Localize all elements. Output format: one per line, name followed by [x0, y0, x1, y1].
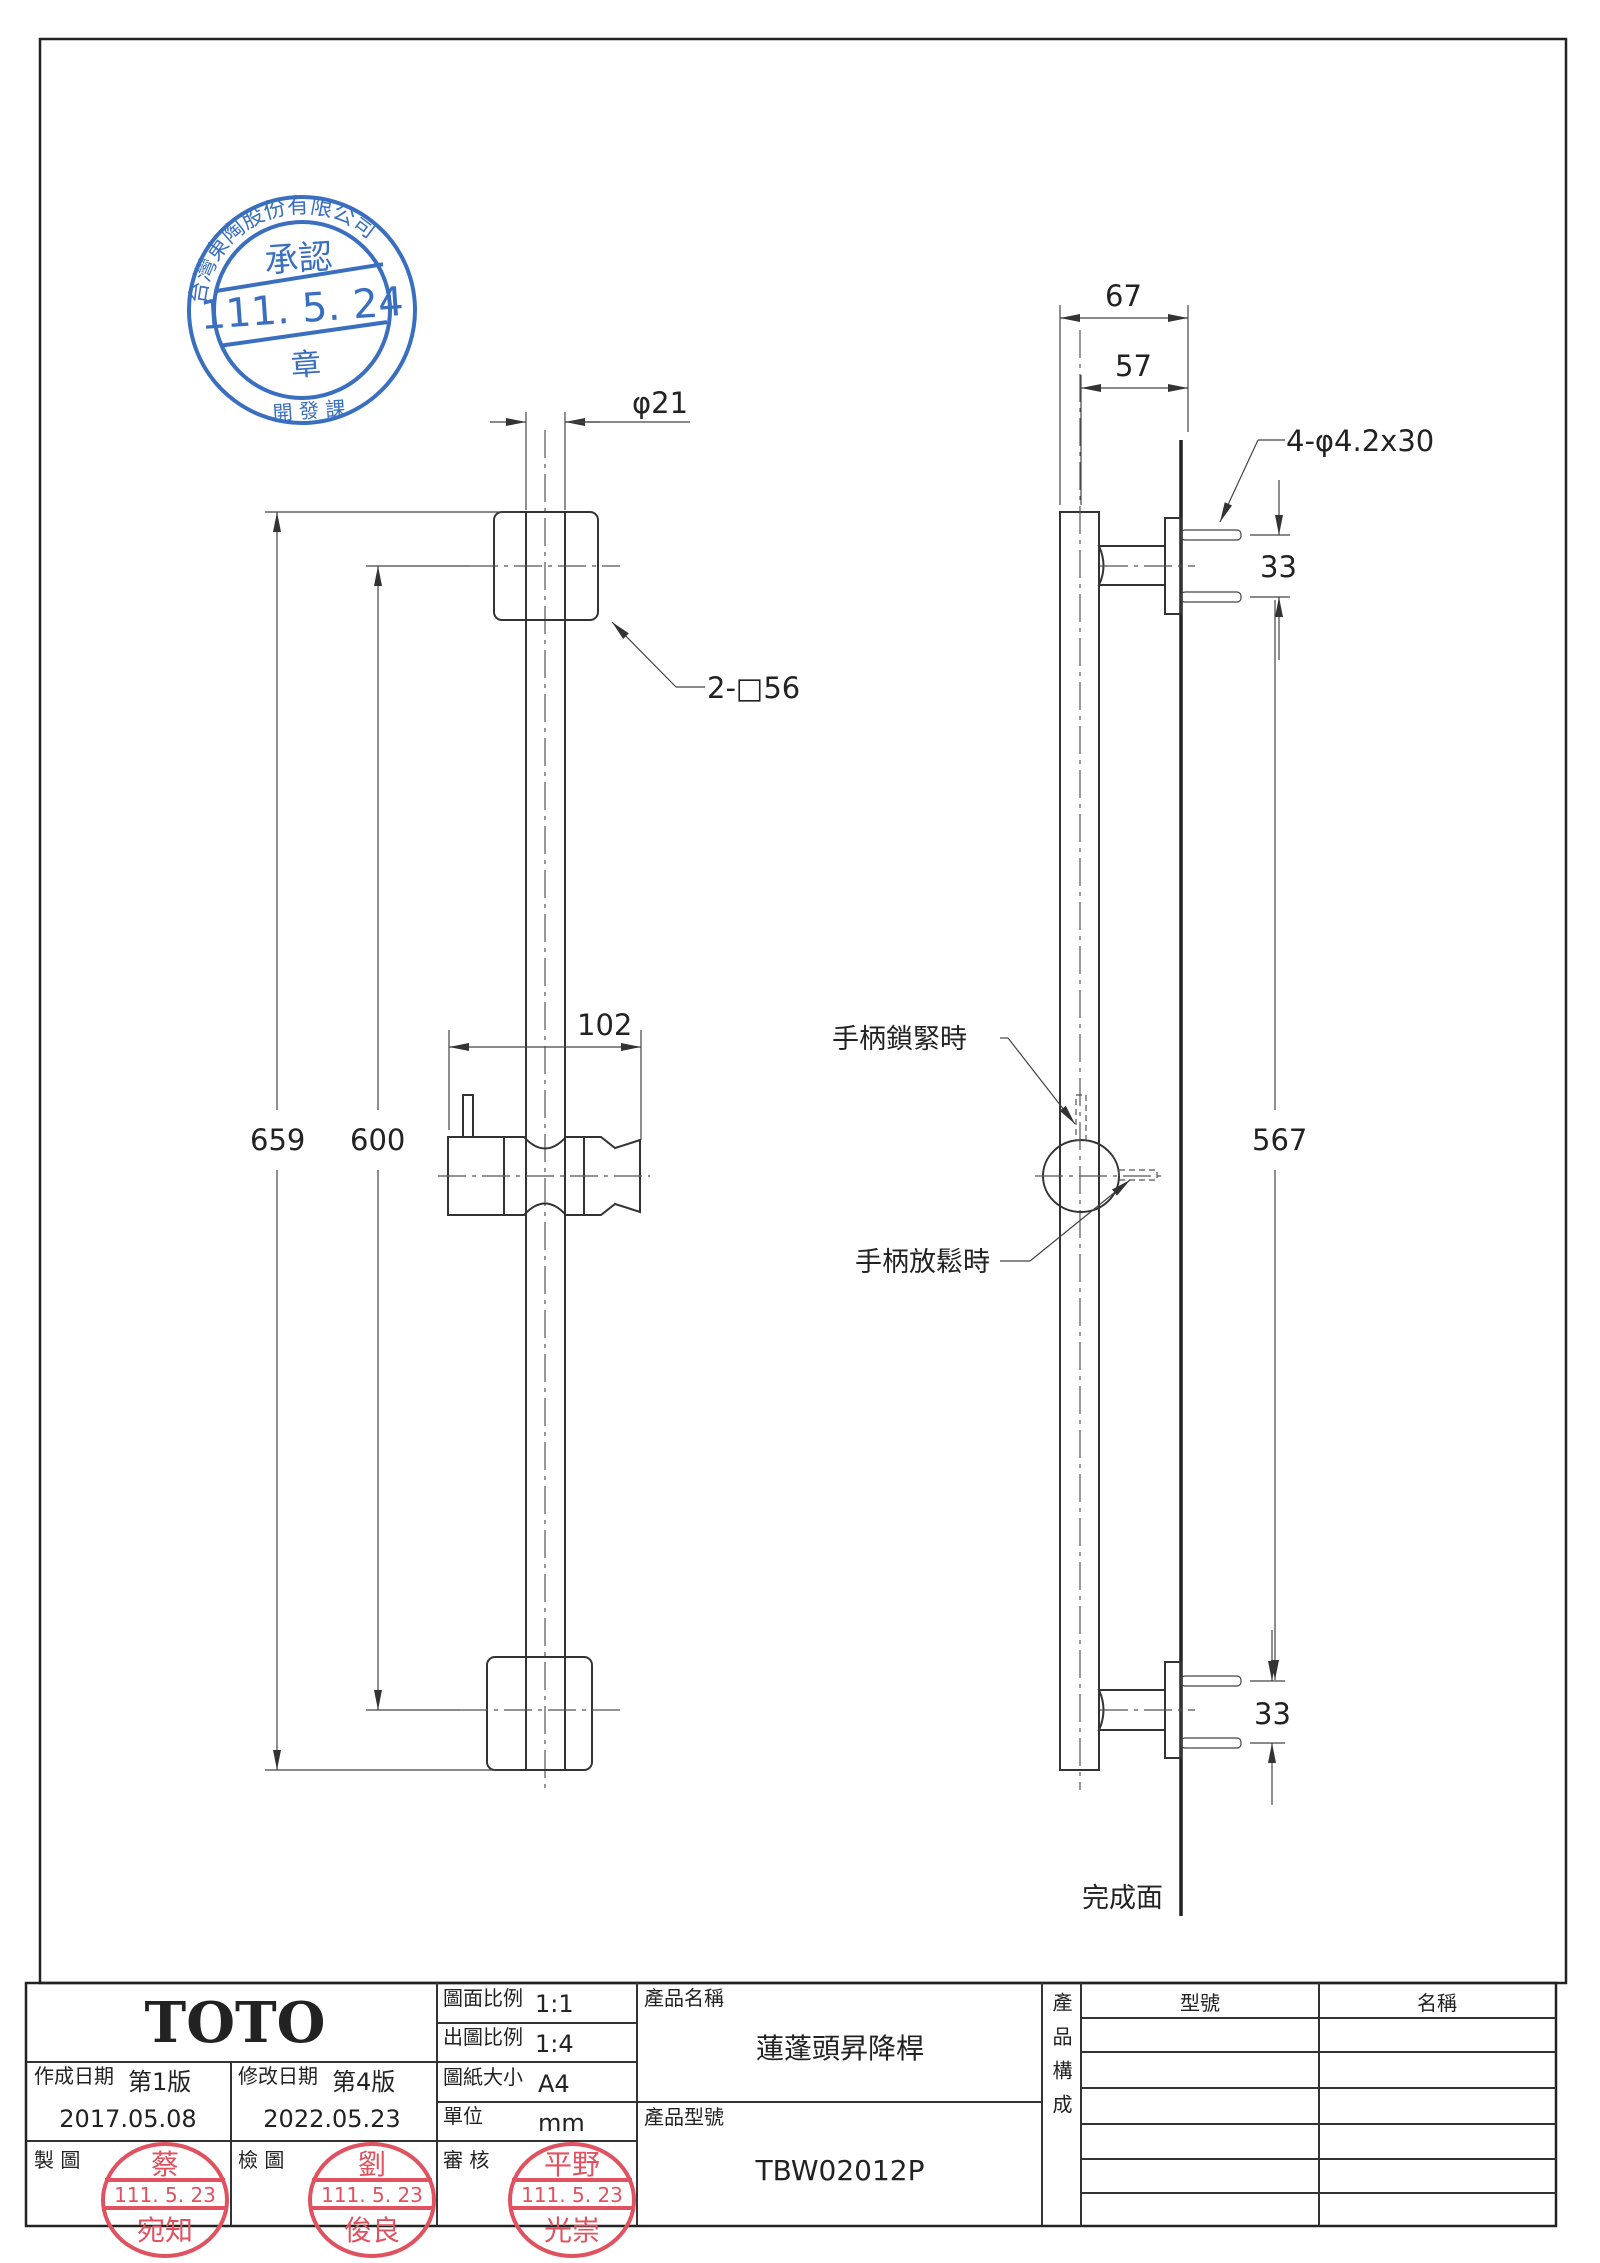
slider-width-dimension: 102: [577, 1008, 632, 1042]
checked-by-label: 檢 圖: [238, 2148, 284, 2172]
top-mount: [1097, 517, 1242, 615]
svg-text:承認: 承認: [263, 237, 334, 282]
print-scale-label: 出圖比例: [443, 2025, 523, 2049]
drawing-scale: 1:1: [535, 1990, 574, 2018]
screw-spec-label: 4-φ4.2x30: [1286, 424, 1434, 458]
svg-text:111. 5. 23: 111. 5. 23: [114, 2183, 216, 2207]
front-view: φ21 2-□56 102 659 600: [250, 386, 800, 1790]
screw-spacing-top: 33: [1260, 550, 1297, 584]
svg-text:111. 5. 23: 111. 5. 23: [521, 2183, 623, 2207]
overall-length-dimension: 659: [250, 1123, 305, 1157]
modified-date: 2022.05.23: [263, 2105, 400, 2133]
paper-size-label: 圖紙大小: [443, 2065, 523, 2089]
svg-text:章: 章: [290, 347, 322, 384]
reviewed-by-label: 審 核: [443, 2148, 489, 2172]
signature-stamp-checked: 劉 111. 5. 23 俊良: [308, 2142, 436, 2258]
created-date: 2017.05.08: [59, 2105, 196, 2133]
title-block: TOTO 作成日期 第1版 2017.05.08 修改日期 第4版 2022.0…: [24, 1981, 1558, 2228]
svg-text:111. 5. 23: 111. 5. 23: [321, 2183, 423, 2207]
handle-released-label: 手柄放鬆時: [855, 1247, 990, 1278]
drawn-by-label: 製 圖: [34, 2148, 80, 2172]
svg-text:蔡: 蔡: [151, 2148, 179, 2181]
bottom-bracket: [486, 1656, 593, 1771]
modified-version: 第4版: [332, 2068, 395, 2096]
print-scale: 1:4: [535, 2030, 574, 2058]
finished-surface-label: 完成面: [1082, 1883, 1163, 1914]
approval-stamp: 台灣東陶股份有限公司 承認 111. 5. 24 章 開 發 課: [179, 188, 417, 425]
product-name-label: 產品名稱: [644, 1986, 724, 2010]
composition-header-name: 名稱: [1417, 1991, 1457, 2015]
svg-text:劉: 劉: [358, 2148, 386, 2181]
slider: [438, 1094, 650, 1216]
created-version: 第1版: [128, 2068, 191, 2096]
depth-outer-dimension: 67: [1105, 279, 1142, 313]
composition-row-lines: [1081, 2017, 1556, 2194]
signature-stamp-drawn: 蔡 111. 5. 23 宛知: [101, 2142, 229, 2258]
bottom-mount: [1097, 1661, 1242, 1759]
product-model-label: 產品型號: [644, 2105, 724, 2129]
depth-inner-dimension: 57: [1115, 349, 1152, 383]
modified-label: 修改日期: [238, 2064, 318, 2088]
side-view: 67 57 4-φ4.2x30 33 567 33 手柄鎖緊時 手柄放鬆時 完成…: [832, 279, 1434, 1916]
composition-header-model: 型號: [1180, 1991, 1220, 2015]
svg-text:光崇: 光崇: [544, 2214, 600, 2247]
drawing-scale-label: 圖面比例: [443, 1986, 523, 2010]
svg-text:宛知: 宛知: [137, 2214, 193, 2247]
screw-distance-dimension: 567: [1252, 1123, 1307, 1157]
svg-text:俊良: 俊良: [344, 2214, 400, 2247]
product-model: TBW02012P: [755, 2154, 925, 2187]
svg-text:開 發 課: 開 發 課: [272, 396, 346, 425]
product-name: 蓮蓬頭昇降桿: [756, 2032, 924, 2065]
composition-label: 產品構成: [1049, 1992, 1073, 2128]
screw-spacing-bottom: 33: [1254, 1697, 1291, 1731]
unit-value: mm: [538, 2109, 585, 2137]
signature-stamp-reviewed: 平野 111. 5. 23 光崇: [508, 2142, 636, 2258]
svg-text:平野: 平野: [544, 2148, 600, 2181]
handle-locked-label: 手柄鎖緊時: [832, 1024, 967, 1055]
paper-size: A4: [538, 2070, 570, 2098]
toto-logo: TOTO: [145, 1990, 326, 2056]
created-label: 作成日期: [34, 2064, 114, 2088]
diameter-dimension: φ21: [632, 386, 688, 420]
bracket-size-label: 2-□56: [707, 671, 800, 705]
mount-spacing-dimension: 600: [350, 1123, 405, 1157]
unit-label: 單位: [443, 2104, 483, 2128]
